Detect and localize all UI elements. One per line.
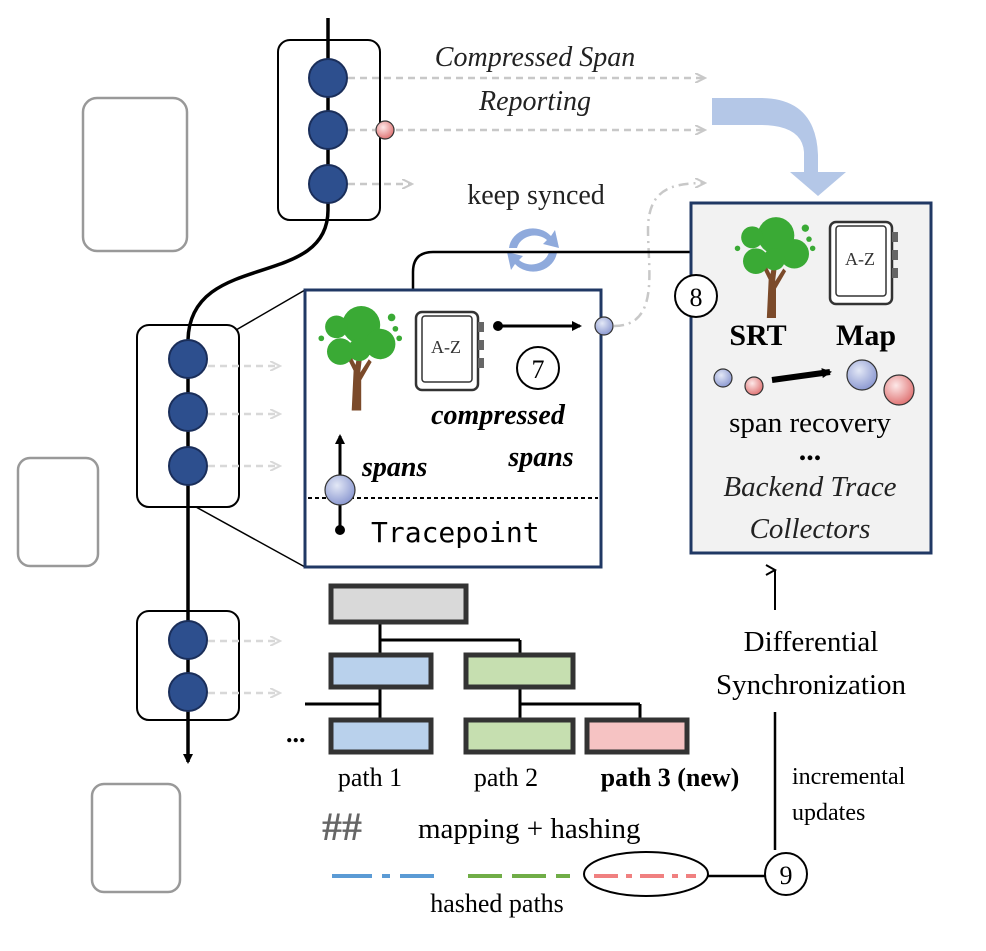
map-book-icon: A-Z	[828, 220, 898, 306]
path3-label: path 3 (new)	[601, 763, 740, 792]
path2-mid-node	[463, 652, 576, 690]
compress-arrow-dot	[493, 321, 503, 331]
recovery-arrow	[771, 368, 832, 383]
service-box-middle	[136, 324, 240, 508]
tree-ellipsis: ...	[286, 719, 306, 748]
path-tree	[305, 583, 690, 755]
path2-label: path 2	[474, 763, 538, 792]
compressed-spans-line2: spans	[507, 442, 573, 473]
compressed-span-dot-red	[375, 120, 395, 140]
path3-leaf-node	[584, 717, 690, 755]
path1-leaf-node	[328, 717, 434, 755]
diff-sync-line1: Differential	[744, 626, 879, 658]
new-path-highlight	[583, 851, 709, 897]
path2-leaf-node	[463, 717, 576, 755]
sync-dashdot-arrow	[613, 183, 705, 328]
span-node	[168, 672, 208, 712]
compressed-spans-line1: compressed	[431, 400, 566, 431]
host-box-3	[90, 782, 182, 894]
step9-label: 9	[780, 861, 793, 890]
span-node	[308, 58, 348, 98]
book-icon: A-Z	[414, 310, 484, 392]
step8-label: 8	[690, 283, 703, 312]
step7-circle	[516, 346, 560, 390]
srt-label: SRT	[729, 319, 786, 352]
zoom-line-top	[235, 289, 306, 331]
compressed-span-title-line2: Reporting	[478, 86, 591, 117]
recovered-span-red	[883, 374, 915, 406]
compressed-span-title-line1: Compressed Span	[435, 42, 635, 73]
path1-label: path 1	[338, 763, 402, 792]
span-node	[168, 446, 208, 486]
span-node	[308, 164, 348, 204]
recovery-input-blue	[713, 368, 733, 388]
step7-label: 7	[532, 355, 545, 384]
svg-text:A-Z: A-Z	[431, 337, 461, 357]
span-node	[168, 392, 208, 432]
span-dot	[324, 474, 356, 506]
span-recovery-label: span recovery	[729, 407, 891, 439]
compressed-span-dot	[594, 316, 614, 336]
diff-sync-line2: Synchronization	[716, 669, 907, 701]
path1-mid-node	[328, 652, 434, 690]
svg-text:A-Z: A-Z	[845, 249, 875, 269]
reporting-arrows	[208, 78, 705, 693]
map-label: Map	[836, 319, 896, 352]
sync-icon	[507, 228, 559, 272]
host-box-2	[16, 456, 100, 568]
sync-line	[411, 250, 706, 302]
incremental-line2: updates	[792, 800, 865, 826]
trace-line	[183, 18, 330, 764]
incremental-line1: incremental	[792, 764, 906, 790]
spans-label: spans	[361, 452, 427, 483]
tracepoint-label: Tracepoint	[371, 516, 540, 549]
recovery-input-red	[744, 376, 764, 396]
collector-ellipsis: ...	[799, 434, 822, 467]
hash-icon: ##	[322, 804, 362, 849]
keep-synced-label: keep synced	[467, 180, 605, 211]
mapping-hashing-label: mapping + hashing	[418, 813, 641, 845]
tree-root-node	[328, 583, 469, 625]
step8-circle	[674, 274, 718, 318]
tracepoint-dot	[335, 525, 345, 535]
host-box-1	[81, 96, 189, 253]
hashed-paths-label: hashed paths	[430, 889, 564, 918]
span-nodes	[168, 58, 348, 712]
backend-label-line1: Backend Trace	[723, 471, 896, 503]
span-node	[308, 110, 348, 150]
backend-label-line2: Collectors	[750, 513, 871, 545]
span-node	[168, 620, 208, 660]
recovered-span-blue	[846, 359, 878, 391]
step9-circle	[764, 852, 808, 896]
zoom-line-bottom	[195, 506, 306, 568]
big-report-arrow	[712, 98, 846, 196]
service-box-bottom	[136, 610, 240, 721]
span-node	[168, 339, 208, 379]
